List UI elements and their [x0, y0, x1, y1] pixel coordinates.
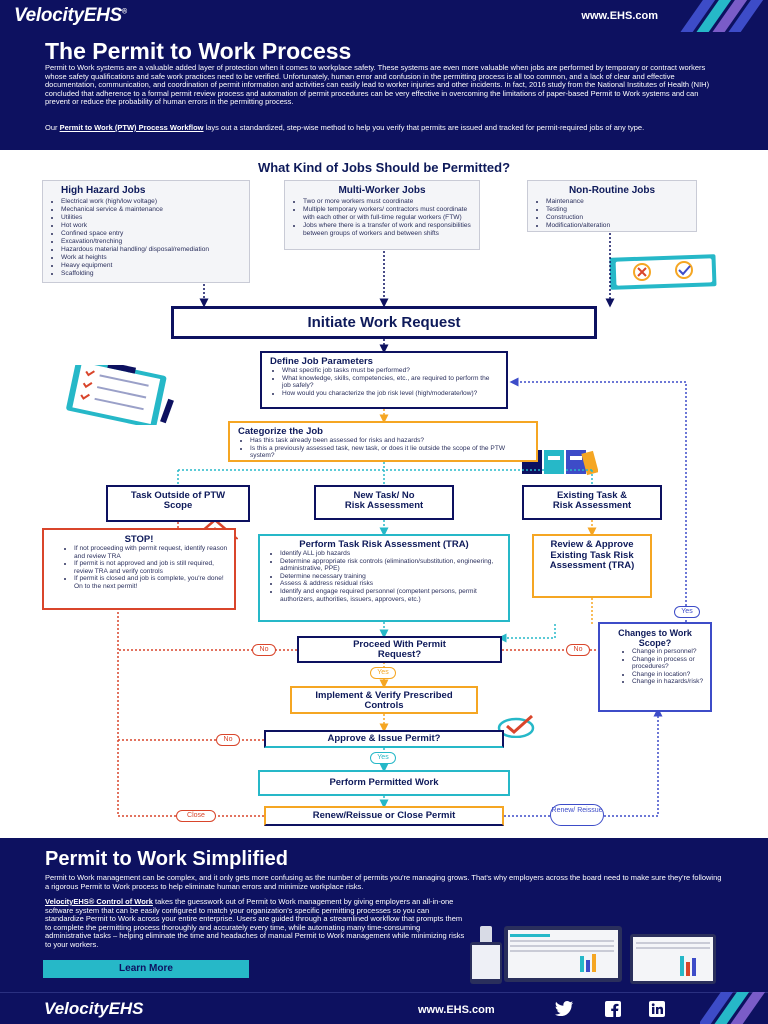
check-cross-card-icon	[609, 254, 717, 290]
velocityehs-logo[interactable]: VelocityEHS®	[14, 5, 127, 26]
list-item: If not proceeding with permit request, i…	[74, 545, 228, 560]
simplified-paragraph: Permit to Work management can be complex…	[45, 873, 722, 891]
yes-label-approve: Yes	[370, 752, 396, 764]
footer-logo[interactable]: VelocityEHS	[44, 999, 144, 1018]
list-item: Utilities	[61, 214, 243, 222]
list-item: Assess & address residual risks	[280, 580, 500, 588]
multi-worker-jobs-box: Multi-Worker Jobs Two or more workers mu…	[284, 180, 480, 250]
stop-box: STOP! If not proceeding with permit requ…	[42, 528, 236, 610]
non-routine-jobs-box: Non-Routine Jobs Maintenance Testing Con…	[527, 180, 697, 232]
footer	[0, 992, 768, 1024]
simplified-title: Permit to Work Simplified	[45, 848, 288, 870]
multi-worker-title: Multi-Worker Jobs	[338, 185, 426, 196]
perform-permitted-work-box: Perform Permitted Work	[258, 770, 510, 796]
list-item: Modification/alteration	[546, 222, 690, 230]
page-title: The Permit to Work Process	[45, 38, 352, 64]
changes-work-scope-box: Changes to Work Scope? Change in personn…	[598, 622, 712, 712]
new-task-box: New Task/ No Risk Assessment	[314, 485, 454, 520]
control-of-work-link[interactable]: VelocityEHS® Control of Work	[45, 897, 153, 906]
proceed-permit-request-box: Proceed With Permit Request?	[297, 636, 502, 663]
categorize-title: Categorize the Job	[238, 426, 323, 437]
list-item: Change in location?	[632, 671, 704, 679]
learn-more-button[interactable]: Learn More	[43, 960, 249, 978]
list-item: Testing	[546, 206, 690, 214]
approved-check-icon	[497, 714, 535, 738]
renew-reissue-label: Renew/ Reissue	[550, 804, 604, 826]
list-item: Multiple temporary workers/ contractors …	[303, 206, 473, 222]
task-outside-scope-box: Task Outside of PTW Scope	[106, 485, 250, 522]
review-approve-tra-box: Review & Approve Existing Task Risk Asse…	[532, 534, 652, 598]
define-title: Define Job Parameters	[270, 356, 373, 367]
renew-reissue-close-box: Renew/Reissue or Close Permit	[264, 806, 504, 826]
list-item: Construction	[546, 214, 690, 222]
non-routine-title: Non-Routine Jobs	[568, 185, 656, 196]
linkedin-icon[interactable]	[644, 1000, 670, 1018]
implement-verify-controls-box: Implement & Verify Prescribed Controls	[290, 686, 478, 714]
stop-title: STOP!	[124, 534, 154, 545]
top-bar	[0, 0, 768, 32]
list-item: Hot work	[61, 222, 243, 230]
list-item: Electrical work (high/low voltage)	[61, 198, 243, 206]
list-item: What specific job tasks must be performe…	[282, 367, 498, 375]
list-item: Determine necessary training	[280, 573, 500, 581]
simplified-paragraph-product: VelocityEHS® Control of Work takes the g…	[45, 897, 465, 949]
categorize-job-box: Categorize the Job Has this task already…	[228, 421, 538, 462]
footer-decorative-stripes	[700, 992, 768, 1024]
non-routine-list: Maintenance Testing Construction Modific…	[534, 198, 690, 230]
footer-website-link[interactable]: www.EHS.com	[418, 1004, 495, 1016]
initiate-work-request-box: Initiate Work Request	[171, 306, 597, 339]
device-screens-image	[470, 926, 716, 984]
yes-label-changes: Yes	[674, 606, 700, 618]
list-item: Work at heights	[61, 254, 243, 262]
list-item: Identify ALL job hazards	[280, 550, 500, 558]
twitter-icon[interactable]	[552, 1000, 578, 1018]
list-item: What knowledge, skills, competencies, et…	[282, 375, 498, 390]
intro-paragraph: Permit to Work systems are a valuable ad…	[45, 63, 710, 107]
list-item: Confined space entry	[61, 230, 243, 238]
list-item: Change in process or procedures?	[632, 656, 704, 671]
no-label-proceed: No	[252, 644, 276, 656]
list-item: If permit is closed and job is complete,…	[74, 575, 228, 590]
intro-section	[0, 32, 768, 150]
list-item: Identify and engage required personnel (…	[280, 588, 500, 603]
perform-tra-box: Perform Task Risk Assessment (TRA) Ident…	[258, 534, 510, 622]
high-hazard-jobs-box: High Hazard Jobs Electrical work (high/l…	[42, 180, 250, 283]
multi-worker-list: Two or more workers must coordinate Mult…	[291, 198, 473, 238]
list-item: Maintenance	[546, 198, 690, 206]
no-label-changes: No	[566, 644, 590, 656]
yes-label-proceed: Yes	[370, 667, 396, 679]
intro-paragraph-workflow: Our Permit to Work (PTW) Process Workflo…	[45, 123, 645, 132]
list-item: If permit is not approved and job is sti…	[74, 560, 228, 575]
changes-title: Changes to Work Scope?	[618, 628, 692, 648]
facebook-icon[interactable]	[600, 1000, 626, 1018]
tra-title: Perform Task Risk Assessment (TRA)	[299, 539, 469, 550]
website-link[interactable]: www.EHS.com	[581, 10, 658, 22]
high-hazard-title: High Hazard Jobs	[61, 185, 146, 196]
list-item: Scaffolding	[61, 270, 243, 278]
list-item: Two or more workers must coordinate	[303, 198, 473, 206]
jobs-heading: What Kind of Jobs Should be Permitted?	[257, 160, 511, 175]
list-item: Change in personnel?	[632, 648, 704, 656]
workflow-link[interactable]: Permit to Work (PTW) Process Workflow	[59, 123, 204, 132]
list-item: Determine appropriate risk controls (eli…	[280, 558, 500, 573]
list-item: Jobs where there is a transfer of work a…	[303, 222, 473, 238]
list-item: Excavation/trenching	[61, 238, 243, 246]
high-hazard-list: Electrical work (high/low voltage) Mecha…	[49, 198, 243, 278]
existing-task-box: Existing Task & Risk Assessment	[522, 485, 662, 520]
list-item: Mechanical service & maintenance	[61, 206, 243, 214]
define-job-parameters-box: Define Job Parameters What specific job …	[260, 351, 508, 409]
list-item: Hazardous material handling/ disposal/re…	[61, 246, 243, 254]
no-label-approve: No	[216, 734, 240, 746]
clipboard-icon	[66, 365, 174, 425]
list-item: Heavy equipment	[61, 262, 243, 270]
list-item: How would you characterize the job risk …	[282, 390, 498, 398]
list-item: Has this task already been assessed for …	[250, 437, 528, 445]
approve-issue-permit-box: Approve & Issue Permit?	[264, 730, 504, 748]
close-label: Close	[176, 810, 216, 822]
list-item: Change in hazards/risk?	[632, 678, 704, 686]
list-item: Is this a previously assessed task, new …	[250, 445, 528, 460]
